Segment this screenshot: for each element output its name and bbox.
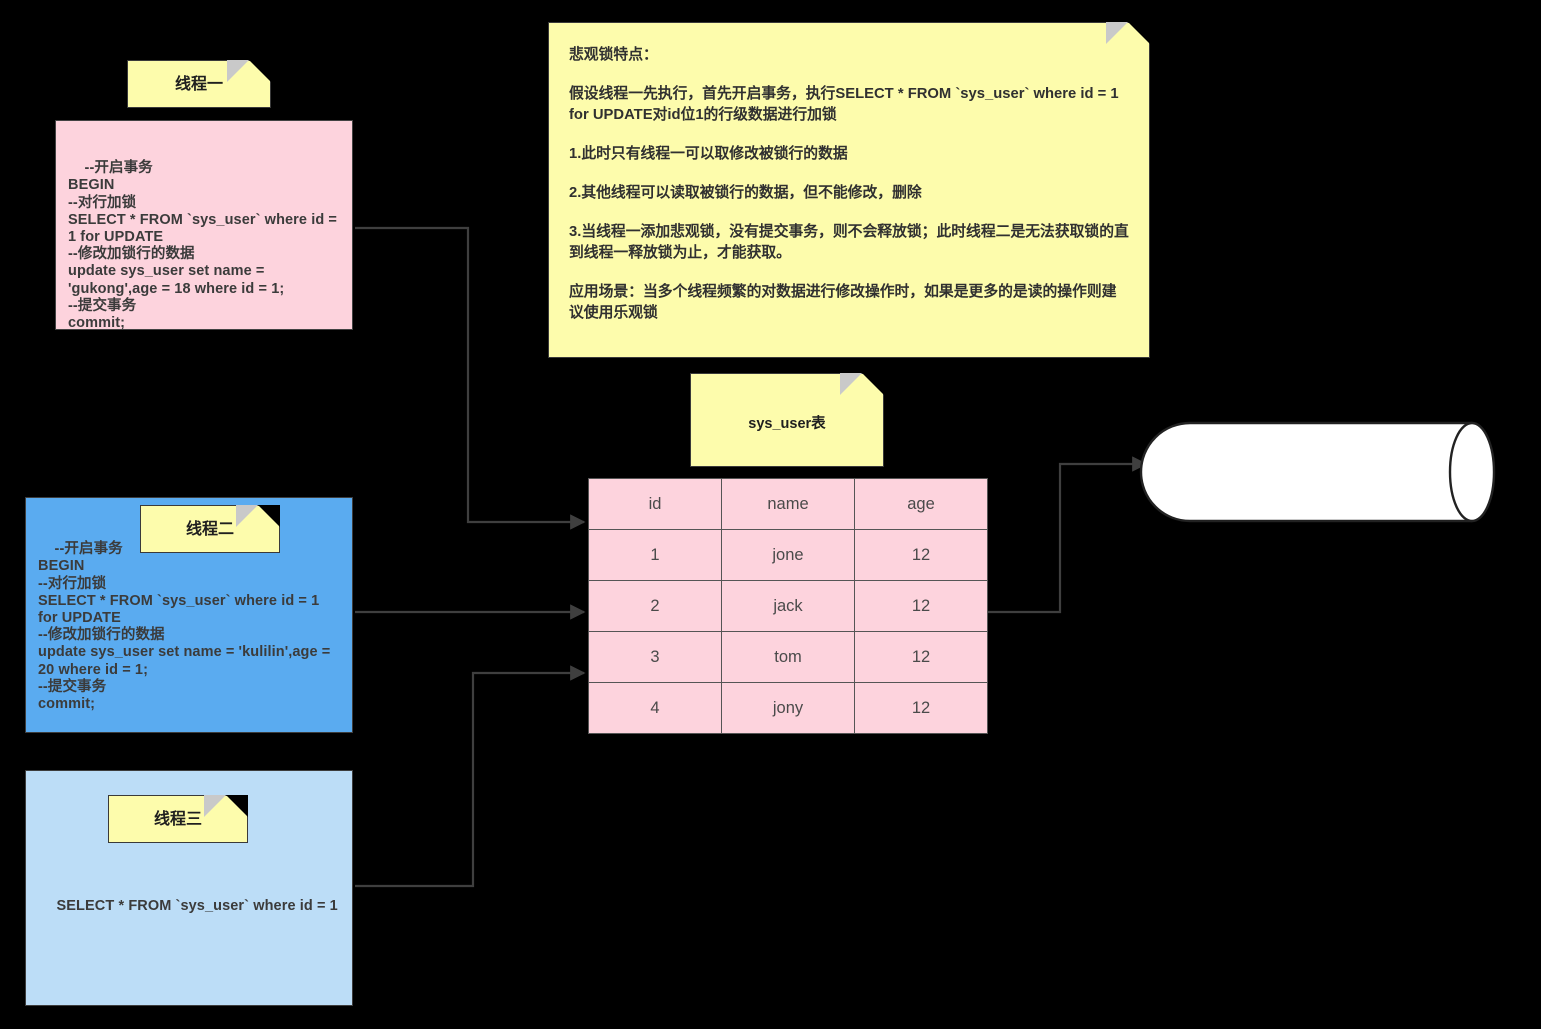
thread-one-note-label: 线程一 xyxy=(174,76,223,93)
table-note: sys_user表 xyxy=(690,373,884,467)
thread-one-note: 线程一 xyxy=(127,60,271,108)
wire-table-to-database xyxy=(978,456,1148,614)
table-header-cell-id: id xyxy=(588,478,722,530)
thread-one-code-box: --开启事务 BEGIN --对行加锁 SELECT * FROM `sys_u… xyxy=(55,120,353,332)
thread-three-note: 线程三 xyxy=(108,795,248,843)
table-header-cell-name: name xyxy=(721,478,855,530)
table-note-label: sys_user表 xyxy=(748,416,826,432)
note-fold-icon xyxy=(840,373,884,395)
table-cell-age: 12 xyxy=(854,682,988,734)
table-cell-id: 3 xyxy=(588,631,722,683)
thread-three-note-label: 线程三 xyxy=(153,811,202,828)
thread-two-note: 线程二 xyxy=(140,505,280,553)
table-cell-name: tom xyxy=(721,631,855,683)
table-row: 4 jony 12 xyxy=(588,682,988,734)
thread-two-code: --开启事务 BEGIN --对行加锁 SELECT * FROM `sys_u… xyxy=(38,541,331,713)
table-cell-name: jone xyxy=(721,529,855,581)
table-cell-id: 1 xyxy=(588,529,722,581)
explanation-paragraph-4: 应用场景：当多个线程频繁的对数据进行修改操作时，如果是更多的是读的操作则建议使用… xyxy=(569,284,1117,321)
note-fold-icon xyxy=(236,505,280,527)
thread-one-code: --开启事务 BEGIN --对行加锁 SELECT * FROM `sys_u… xyxy=(68,160,338,332)
table-row: 1 jone 12 xyxy=(588,529,988,581)
explanation-note: 悲观锁特点： 假设线程一先执行，首先开启事务，执行SELECT * FROM `… xyxy=(548,22,1150,358)
table-cell-name: jack xyxy=(721,580,855,632)
explanation-paragraph-1: 1.此时只有线程一可以取修改被锁行的数据 xyxy=(569,146,848,162)
wire-thread-three-to-table xyxy=(355,665,586,888)
explanation-heading: 悲观锁特点： xyxy=(569,47,658,63)
sys-user-table: id name age 1 jone 12 2 jack 12 3 tom 12… xyxy=(588,478,988,734)
table-cell-age: 12 xyxy=(854,529,988,581)
explanation-paragraph-3: 3.当线程一添加悲观锁，没有提交事务，则不会释放锁；此时线程二是无法获取锁的直到… xyxy=(569,224,1129,261)
thread-two-note-label: 线程二 xyxy=(185,521,234,538)
table-cell-id: 4 xyxy=(588,682,722,734)
table-cell-name: jony xyxy=(721,682,855,734)
thread-three-code: SELECT * FROM `sys_user` where id = 1 xyxy=(56,898,338,915)
table-header-cell-age: age xyxy=(854,478,988,530)
table-row: 2 jack 12 xyxy=(588,580,988,632)
table-cell-age: 12 xyxy=(854,580,988,632)
database-cylinder xyxy=(1139,421,1496,523)
note-fold-icon xyxy=(227,60,271,82)
table-cell-age: 12 xyxy=(854,631,988,683)
note-fold-icon xyxy=(1106,22,1150,44)
table-cell-id: 2 xyxy=(588,580,722,632)
explanation-paragraph-2: 2.其他线程可以读取被锁行的数据，但不能修改，删除 xyxy=(569,185,922,201)
table-header-row: id name age xyxy=(588,478,988,530)
table-row: 3 tom 12 xyxy=(588,631,988,683)
note-fold-icon xyxy=(204,795,248,817)
explanation-paragraph-0: 假设线程一先执行，首先开启事务，执行SELECT * FROM `sys_use… xyxy=(569,86,1119,123)
